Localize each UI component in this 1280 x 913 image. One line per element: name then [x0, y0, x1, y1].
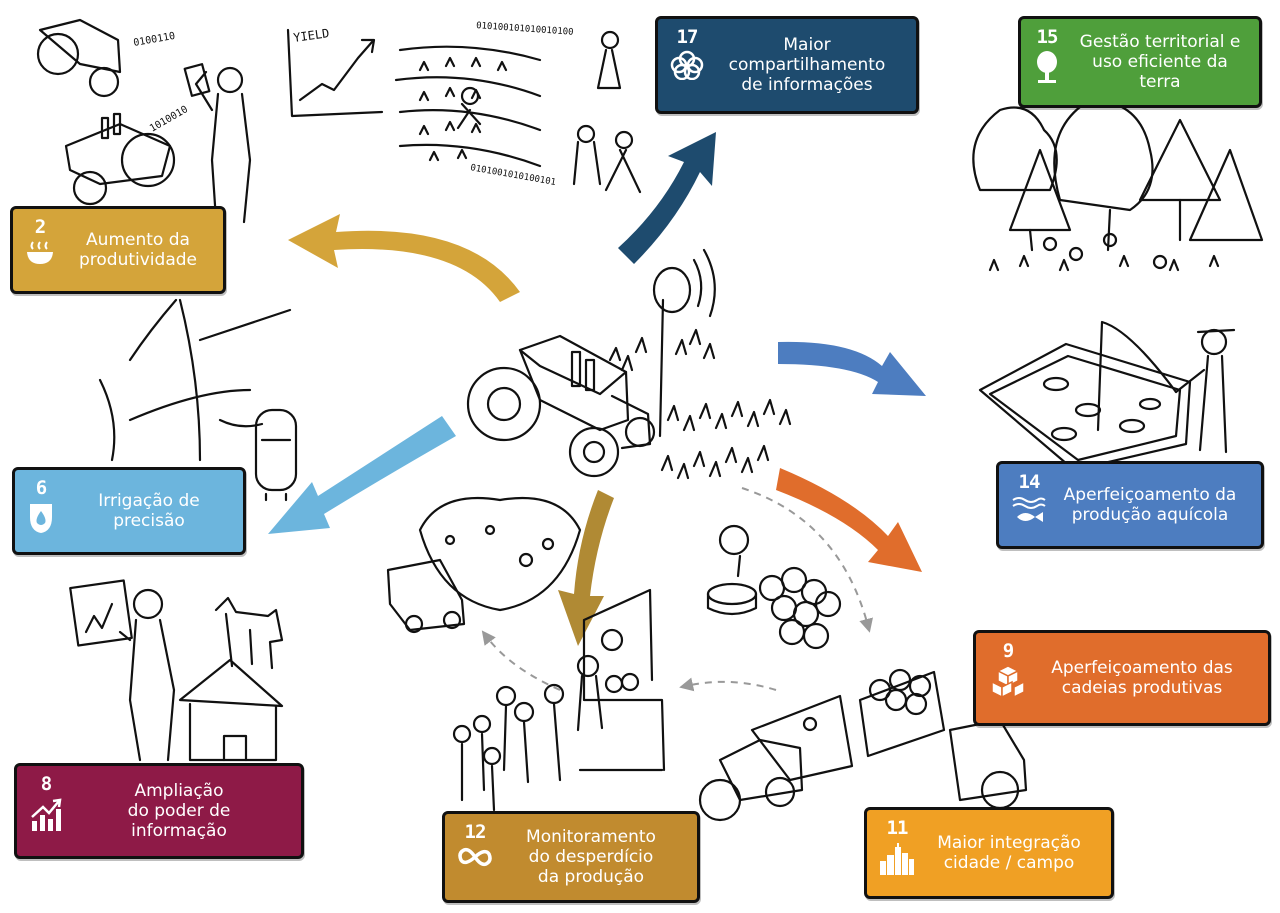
field-rows-sketch: [394, 30, 642, 194]
infinity-loop-icon: [458, 847, 492, 867]
farmer-with-tablet-sketch: [36, 18, 252, 224]
city-buildings-icon: [880, 843, 914, 875]
goal-box-land-use: 15 Gestão territorial e uso eficiente da…: [1018, 16, 1262, 108]
binary-stream: 0100110: [133, 31, 176, 49]
soup-bowl-icon: [27, 241, 53, 264]
goal-number: 12: [464, 821, 487, 843]
forest-sketch: [972, 98, 1264, 272]
arrow-to-supply-chains: [776, 468, 922, 572]
goal-number: 2: [34, 216, 46, 238]
growth-chart-icon: [31, 798, 62, 831]
goal-label: Maior compartilhamento de informações: [728, 35, 886, 95]
goal-number: 6: [35, 477, 47, 499]
yield-label: YIELD: [292, 26, 330, 45]
goal-label: Gestão territorial e uso eficiente da te…: [1079, 32, 1241, 92]
binary-stream: 0101001010100101: [469, 163, 556, 188]
partnership-rings-icon: [670, 50, 704, 80]
arrow-to-productivity: [288, 214, 520, 302]
tree-icon: [1037, 51, 1057, 83]
market-stall-sketch: [452, 588, 666, 812]
binary-stream: 1010010: [148, 104, 190, 135]
dashed-flow-arrow: [481, 630, 561, 691]
goal-box-city-countryside: 11 Maior integração cidade / campo: [864, 807, 1114, 899]
water-drop-icon: [30, 504, 52, 533]
goal-box-productivity: 2 Aumento da produtividade: [10, 206, 226, 294]
arrow-to-information-sharing: [618, 132, 716, 264]
irrigation-plants-sketch: [98, 298, 298, 502]
goal-box-supply-chains: 9 Aperfeiçoamento das cadeias produtivas: [973, 630, 1271, 726]
arrow-to-waste-monitoring: [558, 490, 614, 646]
goal-box-aquaculture: 14 Aperfeiçoamento da produção aquícola: [996, 461, 1264, 549]
arrow-to-aquaculture: [778, 341, 926, 396]
farmer-goat-hut-sketch: [69, 579, 284, 762]
goal-number: 9: [1002, 640, 1014, 662]
goal-label: Ampliação do poder de informação: [127, 781, 231, 841]
goal-number: 8: [40, 773, 52, 795]
central-tractor-sketch: [466, 334, 656, 478]
goal-label: Monitoramento do desperdício da produção: [526, 827, 656, 887]
goal-box-information-power: 8 Ampliação do poder de informação: [14, 763, 304, 859]
dashed-flow-arrow: [679, 677, 777, 692]
satellite-sensor-sketch: [652, 248, 716, 438]
goal-label: Aperfeiçoamento da produção aquícola: [1063, 485, 1237, 525]
goal-label: Aperfeiçoamento das cadeias produtivas: [1051, 658, 1233, 698]
goal-box-information-sharing: 17 Maior compartilhamento de informações: [655, 16, 919, 114]
goal-label: Aumento da produtividade: [78, 230, 197, 270]
fish-pond-sketch: [978, 320, 1236, 472]
goal-number: 15: [1036, 26, 1059, 48]
crop-field-sketch: [608, 328, 792, 480]
compost-truck-sketch: [386, 496, 582, 634]
goal-number: 11: [886, 817, 909, 839]
dashed-flow-arrow: [741, 487, 873, 633]
goal-box-irrigation: 6 Irrigação de precisão: [12, 467, 246, 555]
goal-label: Maior integração cidade / campo: [937, 833, 1081, 873]
arrow-to-irrigation: [268, 416, 456, 534]
goal-box-waste-monitoring: 12 Monitoramento do desperdício da produ…: [442, 811, 700, 903]
goal-label: Irrigação de precisão: [98, 491, 200, 531]
goal-number: 14: [1018, 471, 1041, 493]
cubes-icon: [991, 665, 1025, 699]
fish-icon: [1012, 497, 1046, 522]
goal-number: 17: [676, 26, 699, 48]
yield-chart-sketch: [286, 28, 384, 118]
binary-stream: 010100101010010100: [476, 21, 574, 38]
apple-pile-sketch: [706, 524, 842, 650]
